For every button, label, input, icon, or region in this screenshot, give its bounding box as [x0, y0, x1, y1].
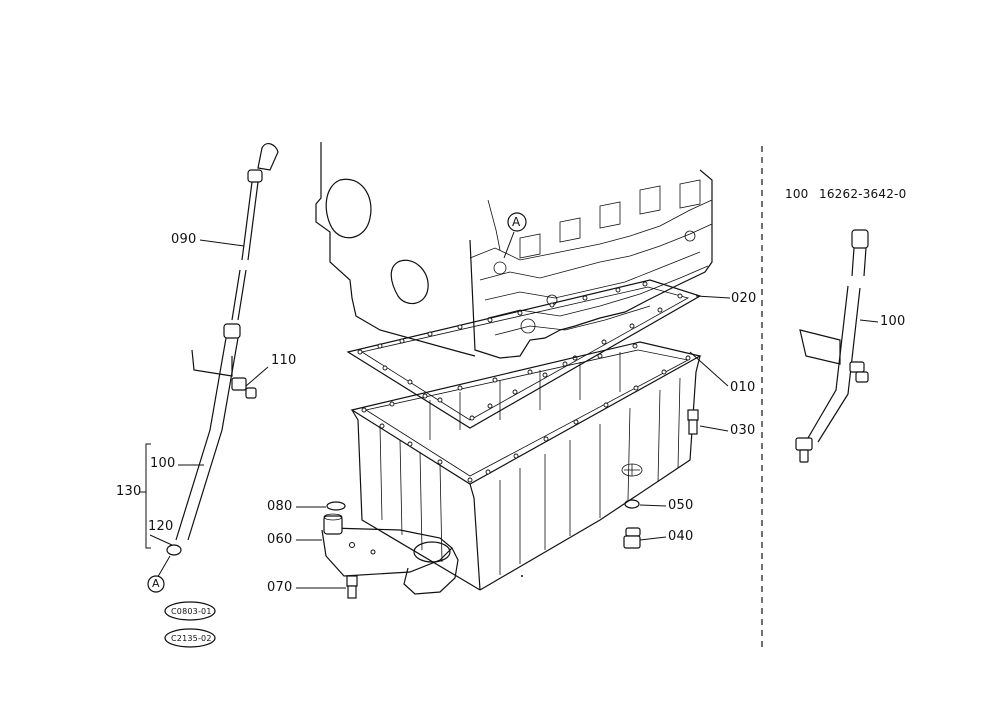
label-080: 080	[267, 499, 293, 514]
dipstick-guide-variant	[795, 229, 869, 463]
label-020: 020	[731, 291, 757, 306]
dipstick-assembly-left	[166, 143, 279, 556]
ref-circle-lower	[147, 575, 165, 593]
leader-lines	[140, 231, 879, 589]
stamp-ellipse-2	[164, 628, 216, 648]
label-120: 120	[148, 519, 174, 534]
label-070: 070	[267, 580, 293, 595]
label-040: 040	[668, 529, 694, 544]
stamp-ellipse-1	[164, 601, 216, 621]
label-060: 060	[267, 532, 293, 547]
stamp-code-1: C0803-01	[171, 607, 212, 616]
oil-pan-gasket	[346, 279, 702, 429]
label-110: 110	[271, 353, 297, 368]
drain-plug	[623, 527, 641, 549]
label-010: 010	[730, 380, 756, 395]
stamp-code-2: C2135-02	[171, 634, 212, 643]
drain-washer	[624, 499, 640, 509]
ref-circle-upper	[507, 212, 527, 232]
bolt-070	[346, 575, 358, 599]
variant-item-number: 100	[785, 187, 809, 201]
ref-label-lower: A	[152, 577, 160, 590]
label-130: 130	[116, 484, 142, 499]
label-050: 050	[668, 498, 694, 513]
label-100-right: 100	[880, 314, 906, 329]
bolt-030	[687, 409, 699, 435]
variant-part-number: 16262-3642-0	[819, 187, 907, 201]
oil-strainer	[321, 513, 459, 595]
o-ring	[326, 501, 346, 511]
label-030: 030	[730, 423, 756, 438]
engine-block	[315, 142, 713, 359]
ref-label-upper: A	[512, 215, 521, 229]
oil-pan	[350, 341, 702, 591]
label-090: 090	[171, 232, 197, 247]
label-100-left: 100	[150, 456, 176, 471]
